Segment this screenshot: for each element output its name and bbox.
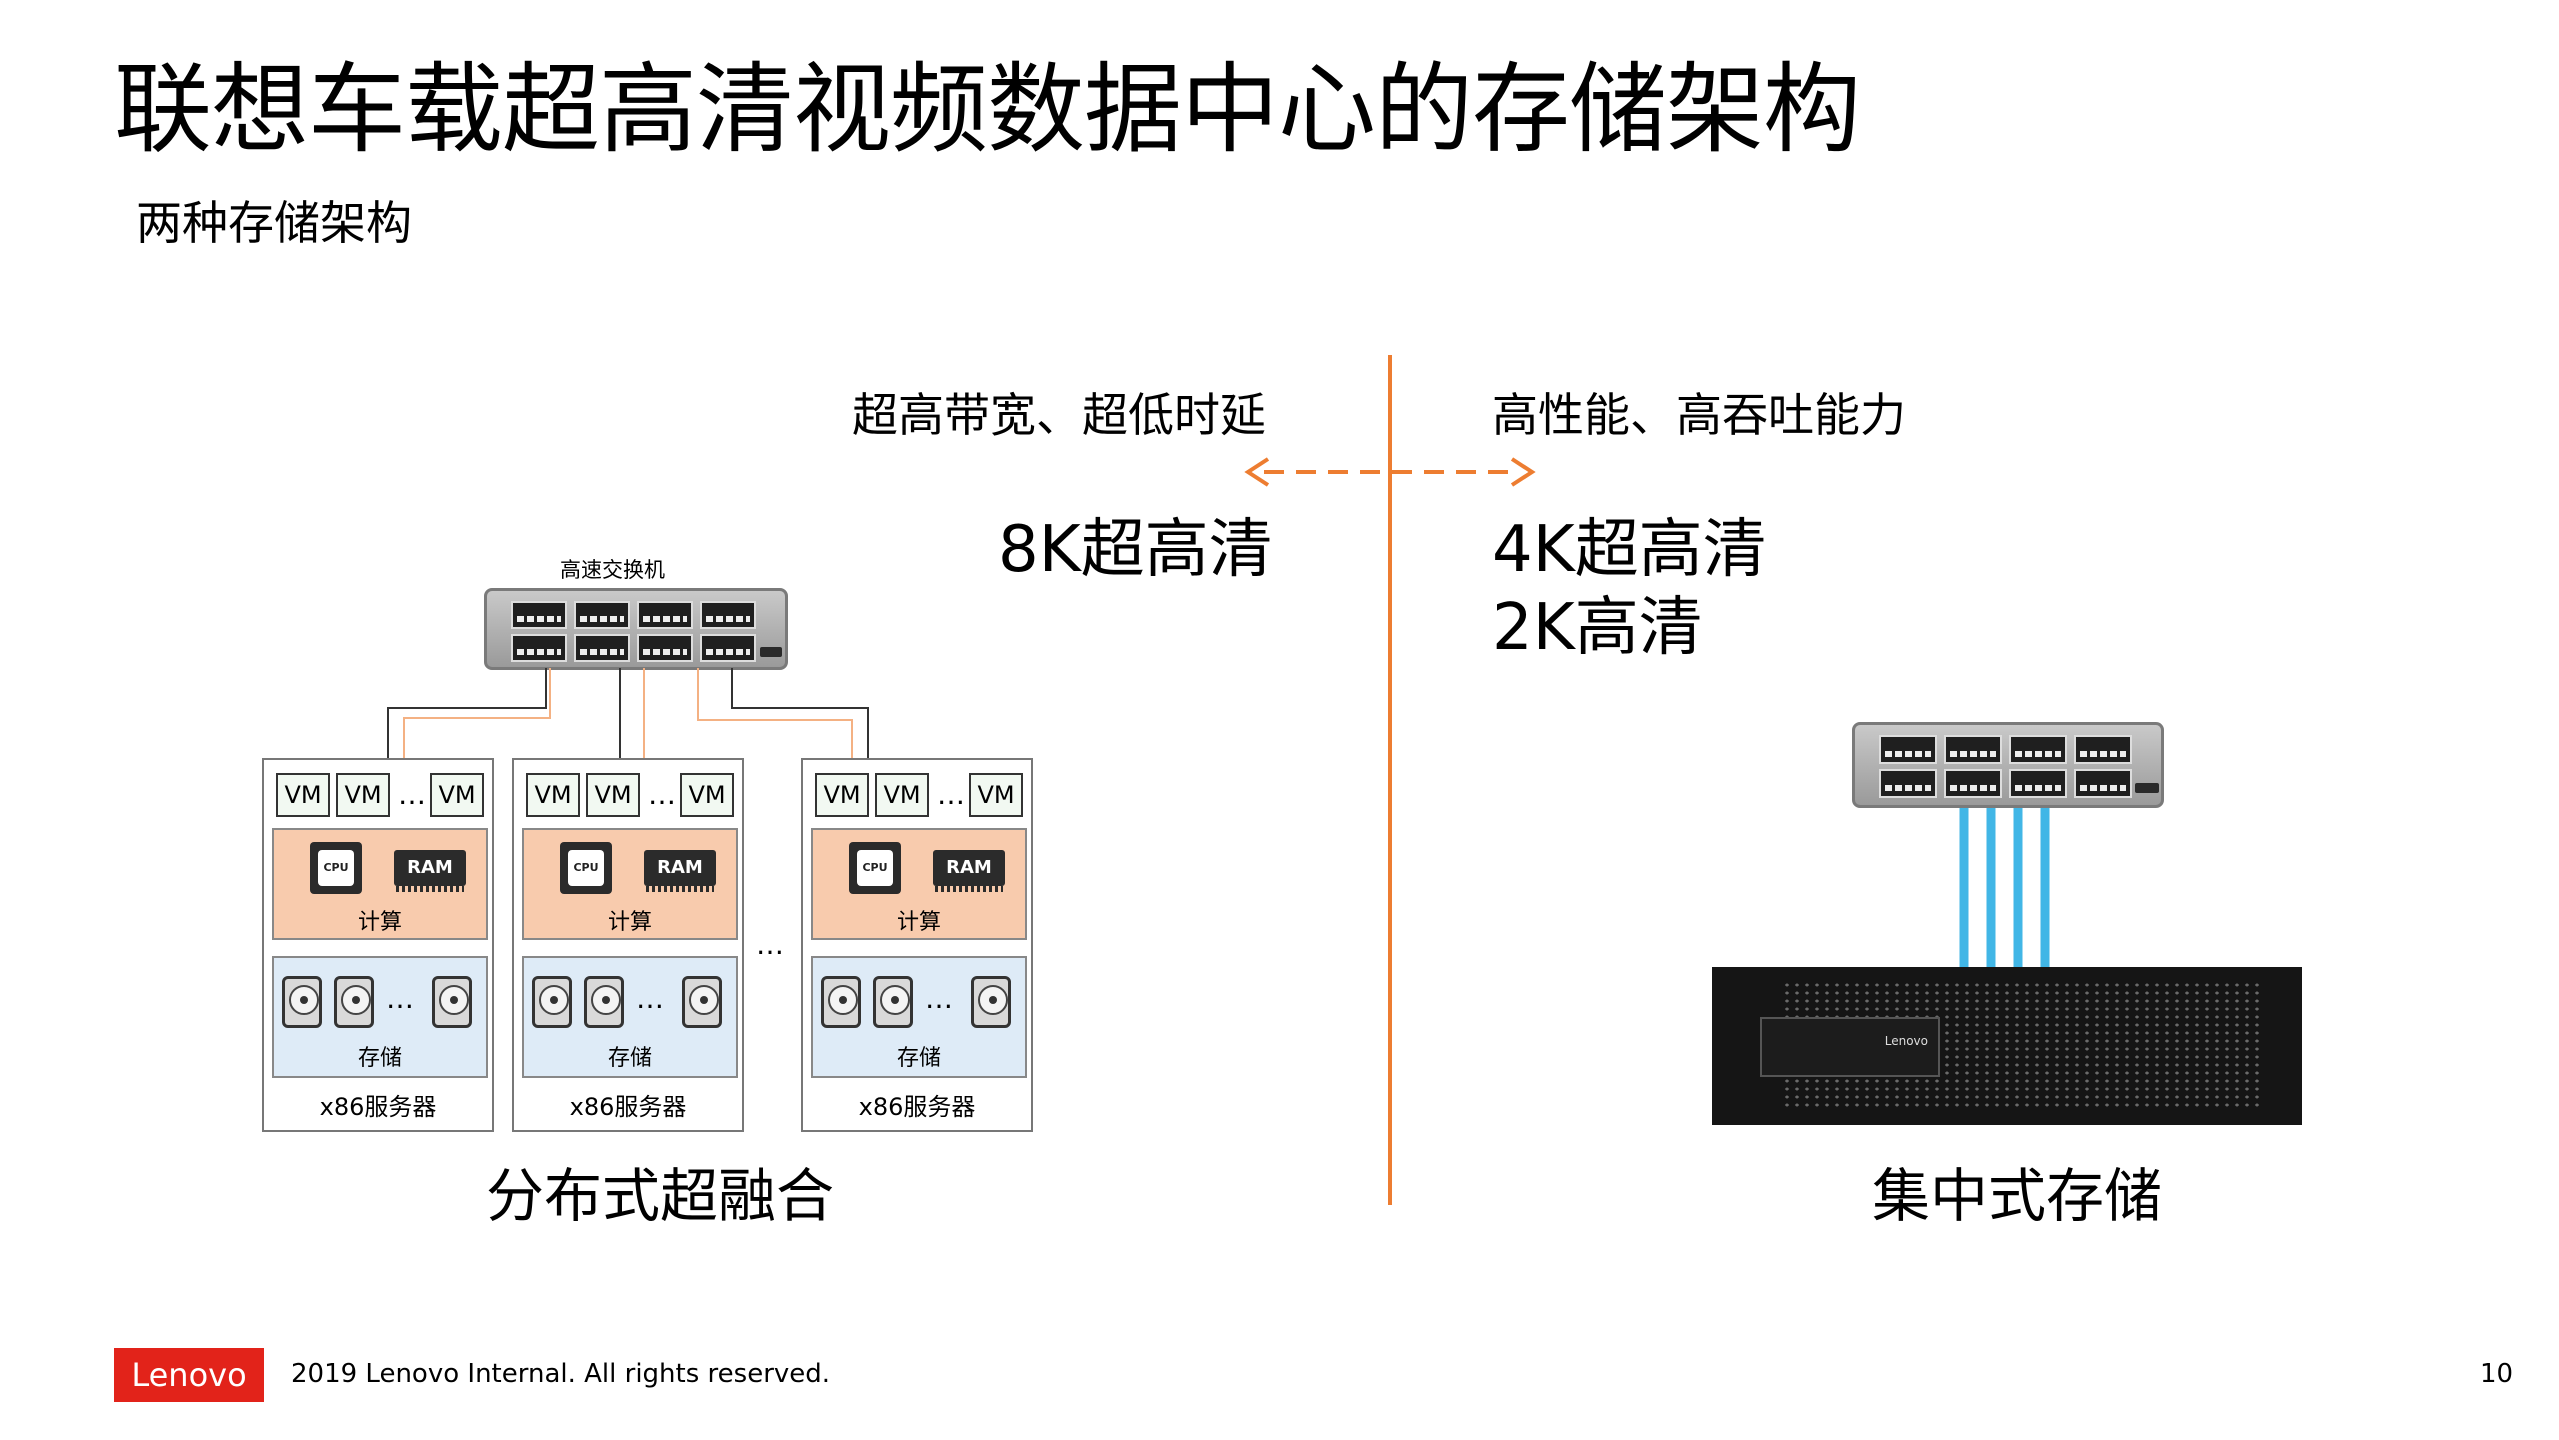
storage-label: 存储 [357,1046,402,1071]
port-block [511,634,567,662]
compute-panel: CPU RAM 计算 [272,828,488,940]
slide-subtitle: 两种存储架构 [136,196,412,250]
vm-box: VM [586,773,640,817]
storage-array: Lenovo [1712,967,2302,1125]
left-feature-text: 超高带宽、超低时延 [852,388,1266,442]
double-arrow-icon [1244,457,1536,487]
vm-box: VM [680,773,734,817]
hard-disk-icon [873,976,913,1028]
port-block [2074,735,2132,764]
compute-label: 计算 [357,910,402,935]
cpu-icon: CPU [303,842,369,894]
ram-icon: RAM [394,850,466,892]
hard-disk-icon [432,976,472,1028]
ram-icon: RAM [644,850,716,892]
storage-label: 存储 [607,1046,652,1071]
port-block [637,601,693,629]
vm-box: VM [815,773,869,817]
compute-panel: CPU RAM 计算 [811,828,1027,940]
array-brand-label: Lenovo [1884,1034,1928,1048]
vm-box: VM [276,773,330,817]
center-divider [1388,355,1392,1205]
cpu-icon: CPU [842,842,908,894]
port-block [700,634,756,662]
page-number: 10 [2480,1359,2514,1389]
server-name: x86服务器 [858,1093,976,1121]
hard-disk-icon [584,976,624,1028]
port-block [1944,735,2002,764]
lenovo-logo: Lenovo [114,1348,264,1402]
right-resolution-4k: 4K超高清 [1492,513,1767,587]
hard-disk-icon [971,976,1011,1028]
slide-title: 联想车载超高清视频数据中心的存储架构 [114,53,1861,167]
port-block [637,634,693,662]
hard-disk-icon [532,976,572,1028]
server-name: x86服务器 [569,1093,687,1121]
ellipsis: … [925,982,953,1015]
port-block [1879,769,1937,798]
port-block [574,601,630,629]
port-block [1944,769,2002,798]
vm-box: VM [969,773,1023,817]
vm-box: VM [526,773,580,817]
vm-box: VM [336,773,390,817]
switch-label: 高速交换机 [560,558,665,582]
ellipsis: … [937,778,965,811]
ram-icon: RAM [933,850,1005,892]
compute-label: 计算 [607,910,652,935]
switch-status-tag [2135,783,2159,793]
port-block [511,601,567,629]
copyright-text: 2019 Lenovo Internal. All rights reserve… [291,1359,831,1389]
hard-disk-icon [821,976,861,1028]
hard-disk-icon [682,976,722,1028]
hard-disk-icon [282,976,322,1028]
port-block [2074,769,2132,798]
ellipsis: … [756,928,784,961]
storage-panel: … 存储 [272,956,488,1078]
left-resolution-text: 8K超高清 [998,513,1273,587]
port-block [2009,735,2067,764]
storage-switch [1852,722,2164,808]
storage-label: 存储 [896,1046,941,1071]
switch-cables [387,668,869,760]
right-caption: 集中式存储 [1872,1162,2163,1230]
x86-server-3: VM VM … VM CPU RAM 计算 … 存储 x86服务器 [801,758,1033,1132]
high-speed-switch [484,588,788,670]
ellipsis: … [636,982,664,1015]
compute-panel: CPU RAM 计算 [522,828,738,940]
right-feature-text: 高性能、高吞吐能力 [1492,388,1906,442]
port-block [1879,735,1937,764]
port-block [2009,769,2067,798]
x86-server-1: VM VM … VM CPU RAM 计算 … 存储 x86服务器 [262,758,494,1132]
port-block [700,601,756,629]
right-resolution-2k: 2K高清 [1492,591,1703,665]
ellipsis: … [398,778,426,811]
cpu-icon: CPU [553,842,619,894]
vm-box: VM [430,773,484,817]
fc-links [1959,808,2050,968]
storage-panel: … 存储 [522,956,738,1078]
ellipsis: … [386,982,414,1015]
vm-box: VM [875,773,929,817]
port-block [574,634,630,662]
switch-status-tag [760,647,782,657]
hard-disk-icon [334,976,374,1028]
storage-panel: … 存储 [811,956,1027,1078]
server-name: x86服务器 [319,1093,437,1121]
ellipsis: … [648,778,676,811]
left-caption: 分布式超融合 [486,1162,835,1230]
array-front-panel: Lenovo [1760,1017,1940,1077]
x86-server-2: VM VM … VM CPU RAM 计算 … 存储 x86服务器 [512,758,744,1132]
compute-label: 计算 [896,910,941,935]
